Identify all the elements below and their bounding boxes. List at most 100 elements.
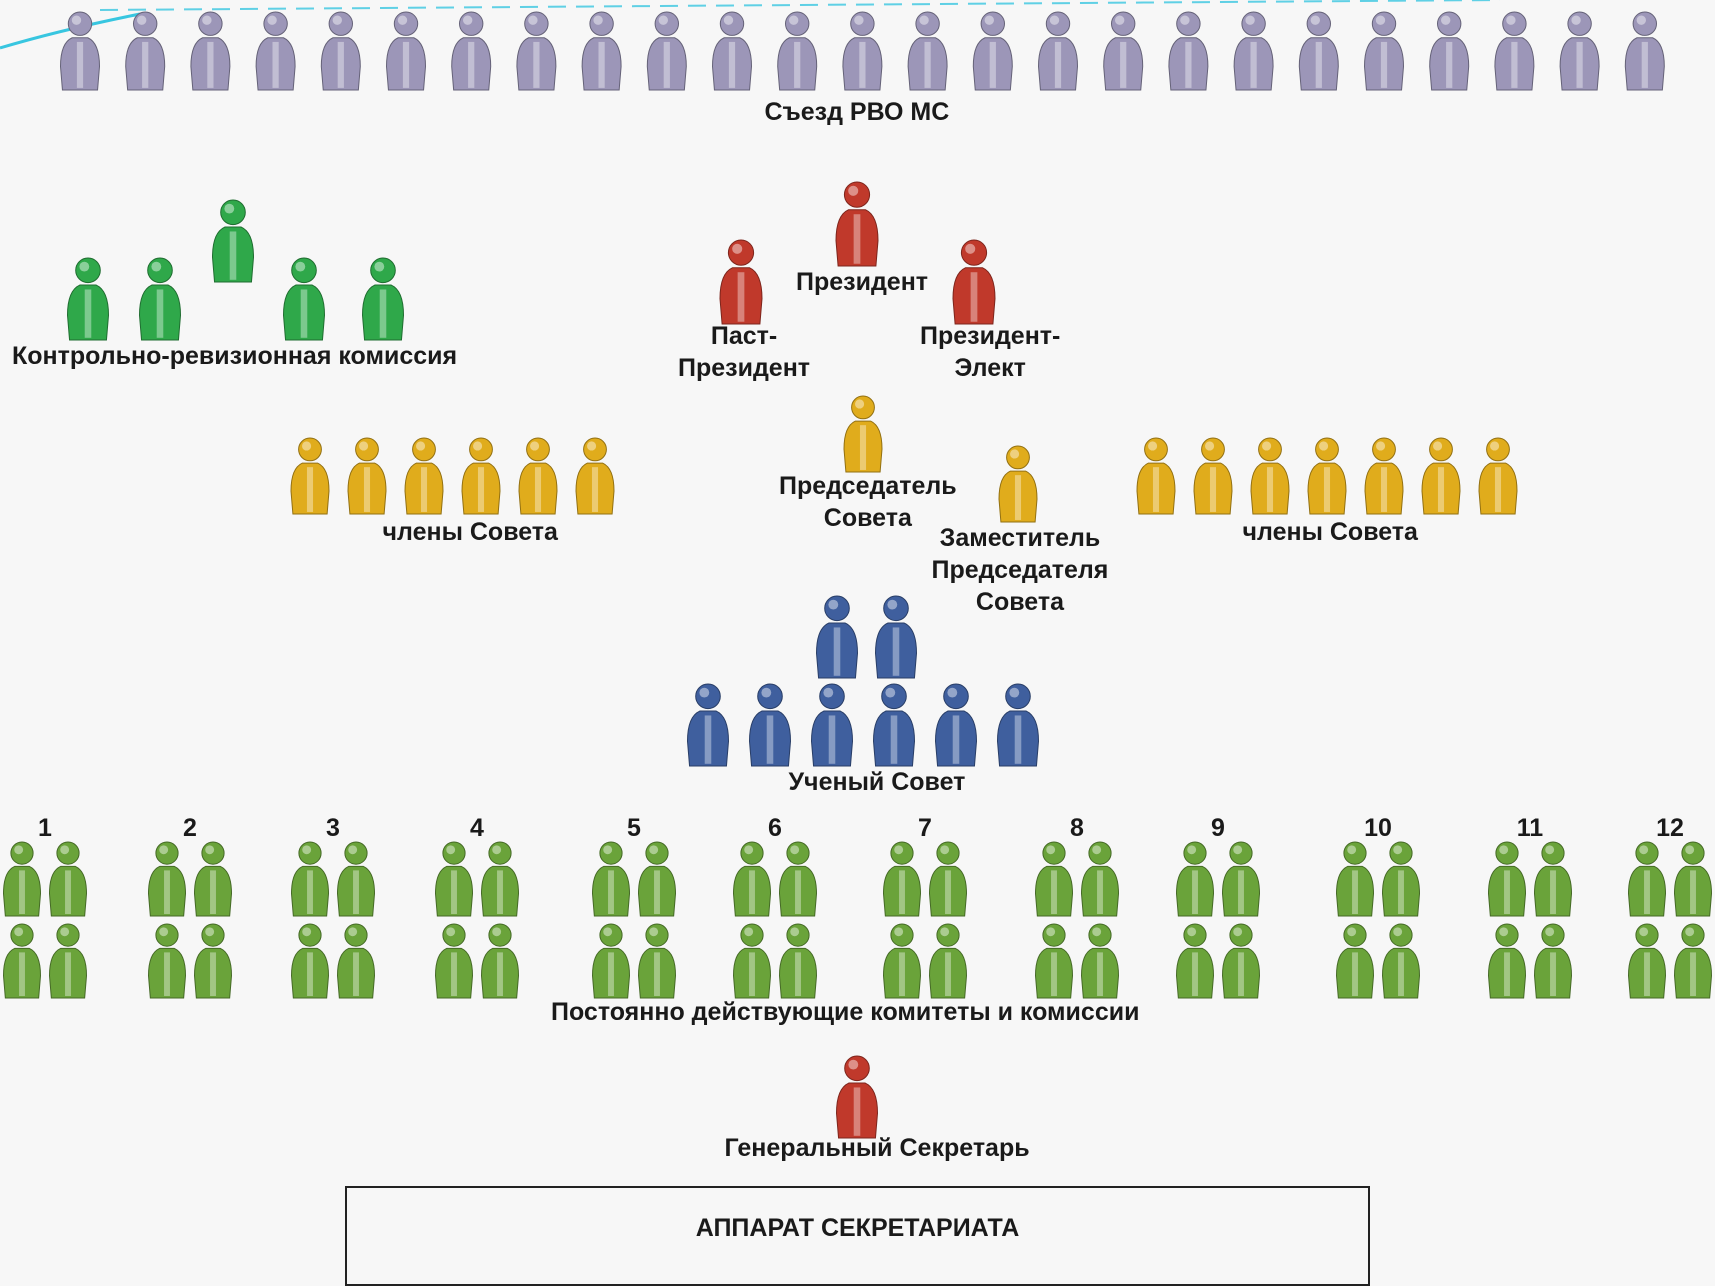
congress-member-icon: [1298, 11, 1339, 91]
committee-member-icon: [1175, 923, 1215, 999]
council-member-icon: [1307, 437, 1347, 515]
president-elect-label: Президент- Элект: [920, 322, 1061, 382]
committee-member-icon: [1034, 923, 1074, 999]
council-member-icon: [575, 437, 615, 515]
president-icon: [835, 181, 879, 267]
congress-member-icon: [125, 11, 166, 91]
scientific-council-label: Ученый Совет: [788, 768, 966, 796]
committee-number: 11: [1516, 814, 1544, 842]
congress-member-icon: [190, 11, 231, 91]
scientific-council-member-icon: [815, 595, 859, 679]
committee-member-icon: [591, 841, 631, 917]
committee-number: 6: [768, 814, 782, 842]
committee-member-icon: [290, 923, 330, 999]
congress-member-icon: [1559, 11, 1600, 91]
committee-member-icon: [1335, 923, 1375, 999]
congress-member-icon: [777, 11, 818, 91]
scientific-council-member-icon: [810, 683, 854, 767]
committee-member-icon: [48, 923, 88, 999]
committee-member-icon: [147, 923, 187, 999]
committee-member-icon: [1533, 923, 1573, 999]
committee-number: 7: [918, 814, 932, 842]
past-president-label: Паст- Президент: [678, 322, 811, 382]
council-member-icon: [404, 437, 444, 515]
committee-member-icon: [434, 841, 474, 917]
committee-member-icon: [1221, 841, 1261, 917]
committee-member-icon: [336, 841, 376, 917]
committee-member-icon: [193, 923, 233, 999]
congress-member-icon: [320, 11, 361, 91]
committee-member-icon: [480, 841, 520, 917]
scientific-council-member-icon: [996, 683, 1040, 767]
audit-member-icon: [66, 257, 110, 341]
congress-member-icon: [1624, 11, 1665, 91]
secretariat-box: АППАРАТ СЕКРЕТАРИАТА: [345, 1186, 1370, 1286]
committee-member-icon: [928, 923, 968, 999]
committee-member-icon: [1627, 923, 1667, 999]
scientific-council-member-icon: [748, 683, 792, 767]
committee-member-icon: [2, 923, 42, 999]
congress-member-icon: [1103, 11, 1144, 91]
committee-member-icon: [1221, 923, 1261, 999]
council-member-icon: [1193, 437, 1233, 515]
council-member-icon: [518, 437, 558, 515]
committee-number: 4: [470, 814, 484, 842]
audit-member-icon: [361, 257, 405, 341]
committee-member-icon: [1673, 841, 1713, 917]
congress-member-icon: [1037, 11, 1079, 91]
general-secretary-label: Генеральный Секретарь: [724, 1134, 1030, 1162]
audit-member-icon: [138, 257, 182, 341]
congress-member-icon: [385, 11, 427, 91]
audit-commission-label: Контрольно-ревизионная комиссия: [12, 342, 458, 370]
congress-member-icon: [1429, 11, 1470, 91]
committee-member-icon: [336, 923, 376, 999]
committee-number: 3: [326, 814, 340, 842]
committee-member-icon: [1381, 923, 1421, 999]
council-member-icon: [1478, 437, 1518, 515]
president-label: Президент: [796, 268, 929, 296]
committee-member-icon: [1080, 923, 1120, 999]
scientific-council-member-icon: [874, 595, 918, 679]
council-member-icon: [461, 437, 501, 515]
committee-member-icon: [1175, 841, 1215, 917]
congress-member-icon: [581, 11, 622, 91]
congress-member-icon: [711, 11, 753, 91]
committee-member-icon: [480, 923, 520, 999]
congress-member-icon: [907, 11, 948, 91]
scientific-council-member-icon: [934, 683, 978, 767]
council-chair-label: Председатель Совета: [779, 472, 957, 532]
committee-member-icon: [1627, 841, 1667, 917]
council-member-icon: [1136, 437, 1176, 515]
committee-number: 8: [1070, 814, 1084, 842]
congress-member-icon: [451, 11, 492, 91]
committee-member-icon: [1533, 841, 1573, 917]
general-secretary-icon: [835, 1055, 879, 1139]
committee-member-icon: [882, 841, 922, 917]
audit-member-icon: [211, 199, 255, 283]
congress-member-icon: [1363, 11, 1405, 91]
council-chair-icon: [843, 395, 883, 473]
committee-member-icon: [637, 923, 677, 999]
committee-member-icon: [1080, 841, 1120, 917]
committee-member-icon: [732, 841, 772, 917]
committee-member-icon: [48, 841, 88, 917]
president-elect-icon: [952, 239, 996, 325]
congress-member-icon: [842, 11, 883, 91]
committee-member-icon: [2, 841, 42, 917]
council-members-right-label: члены Совета: [1242, 518, 1418, 546]
committee-number: 10: [1364, 814, 1392, 842]
deputy-chair-icon: [998, 445, 1038, 523]
scientific-council-member-icon: [872, 683, 916, 767]
council-member-icon: [347, 437, 387, 515]
decorative-swoosh: [0, 0, 1501, 50]
committee-member-icon: [290, 841, 330, 917]
committee-member-icon: [193, 841, 233, 917]
audit-member-icon: [282, 257, 326, 341]
secretariat-label: АППАРАТ СЕКРЕТАРИАТА: [695, 1214, 1020, 1242]
committee-number: 5: [627, 814, 641, 842]
council-member-icon: [1364, 437, 1404, 515]
committee-member-icon: [637, 841, 677, 917]
council-member-icon: [290, 437, 330, 515]
